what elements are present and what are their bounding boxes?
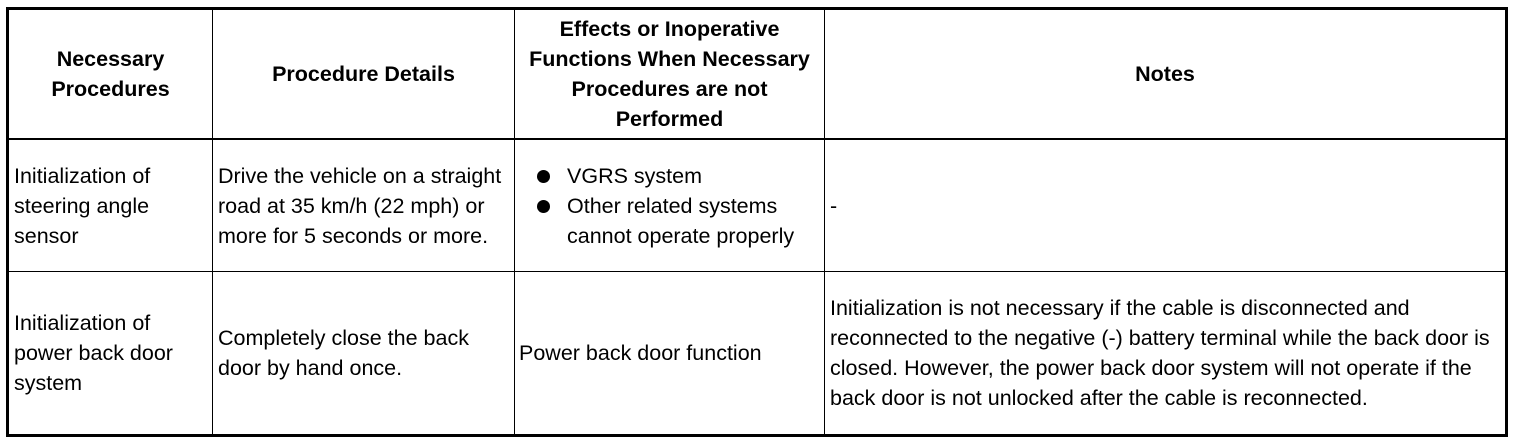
bullet-icon — [537, 199, 550, 213]
procedures-table: Necessary Procedures Procedure Details E… — [8, 9, 1506, 435]
list-item: Other related systems cannot operate pro… — [519, 191, 819, 251]
effect-text: Other related systems cannot operate pro… — [567, 193, 795, 248]
header-notes: Notes — [824, 9, 1506, 140]
header-procedure-details: Procedure Details — [212, 9, 515, 140]
effects-list: VGRS system Other related systems cannot… — [519, 161, 819, 251]
procedures-table-frame: Necessary Procedures Procedure Details E… — [6, 7, 1508, 437]
details-cell: Completely close the back door by hand o… — [212, 271, 515, 435]
procedure-cell: Initialization of power back door system — [8, 271, 213, 435]
list-item: VGRS system — [519, 161, 819, 191]
bullet-icon — [537, 169, 550, 183]
procedure-cell: Initialization of steering angle sensor — [8, 138, 213, 273]
notes-cell: - — [824, 138, 1506, 273]
table-row: Initialization of steering angle sensor … — [8, 138, 1506, 273]
notes-cell: Initialization is not necessary if the c… — [824, 271, 1506, 435]
header-necessary-procedures: Necessary Procedures — [8, 9, 213, 140]
table-header-row: Necessary Procedures Procedure Details E… — [8, 9, 1506, 140]
header-effects: Effects or Inoperative Functions When Ne… — [514, 9, 825, 140]
effects-cell: VGRS system Other related systems cannot… — [514, 138, 825, 273]
effects-cell: Power back door function — [514, 271, 825, 435]
details-cell: Drive the vehicle on a straight road at … — [212, 138, 515, 273]
effect-text: VGRS system — [567, 163, 702, 188]
table-row: Initialization of power back door system… — [8, 271, 1506, 435]
